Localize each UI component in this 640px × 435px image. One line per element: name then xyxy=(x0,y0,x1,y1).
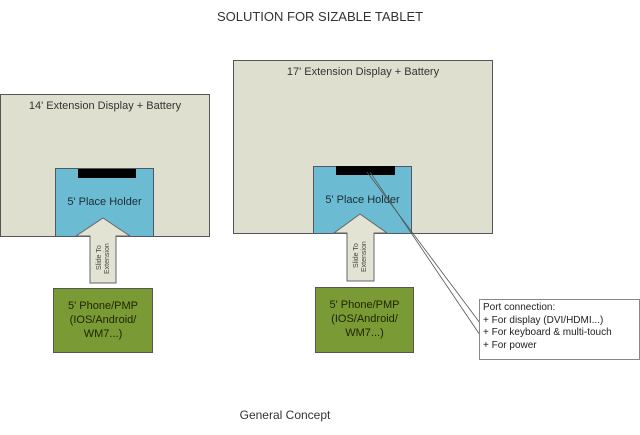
phone-line: WM7...) xyxy=(345,327,384,339)
place-holder-label: 5' Place Holder xyxy=(67,196,142,208)
place-holder-left: 5' Place Holder xyxy=(55,168,154,237)
callout-line: + For display (DVI/HDMI...) xyxy=(483,314,604,326)
slide-arrow-left xyxy=(74,217,132,284)
arrow-label-right: Slide To Extension xyxy=(353,241,368,272)
arrow-label-left: Slide To Extension xyxy=(96,243,111,274)
callout-connector-line xyxy=(366,171,481,324)
extension-label: 17' Extension Display + Battery xyxy=(286,66,440,78)
place-holder-label: 5' Place Holder xyxy=(325,194,400,206)
port-connector-left xyxy=(78,169,136,178)
callout-line: + For power xyxy=(483,339,537,351)
phone-label: 5' Phone/PMP (IOS/Android/ WM7...) xyxy=(54,299,152,341)
phone-label: 5' Phone/PMP (IOS/Android/ WM7...) xyxy=(316,298,413,340)
callout-connector-line xyxy=(369,171,481,336)
diagram-caption: General Concept xyxy=(239,408,331,422)
phone-line: 5' Phone/PMP xyxy=(329,299,400,311)
diagram-title: SOLUTION FOR SIZABLE TABLET xyxy=(216,9,424,24)
port-connector-right xyxy=(336,166,395,175)
callout-line: Port connection: xyxy=(483,302,556,313)
phone-line: (IOS/Android/ xyxy=(69,314,137,326)
extension-label: 14' Extension Display + Battery xyxy=(28,100,182,112)
phone-pmp-right: 5' Phone/PMP (IOS/Android/ WM7...) xyxy=(315,287,414,353)
phone-pmp-left: 5' Phone/PMP (IOS/Android/ WM7...) xyxy=(53,288,153,353)
phone-line: (IOS/Android/ xyxy=(331,313,398,325)
slide-arrow-right xyxy=(332,213,389,282)
phone-line: 5' Phone/PMP xyxy=(68,300,138,312)
phone-line: WM7...) xyxy=(83,328,123,340)
callout-line: + For keyboard & multi-touch xyxy=(483,327,612,338)
port-connection-callout: Port connection: + For display (DVI/HDMI… xyxy=(479,299,640,360)
